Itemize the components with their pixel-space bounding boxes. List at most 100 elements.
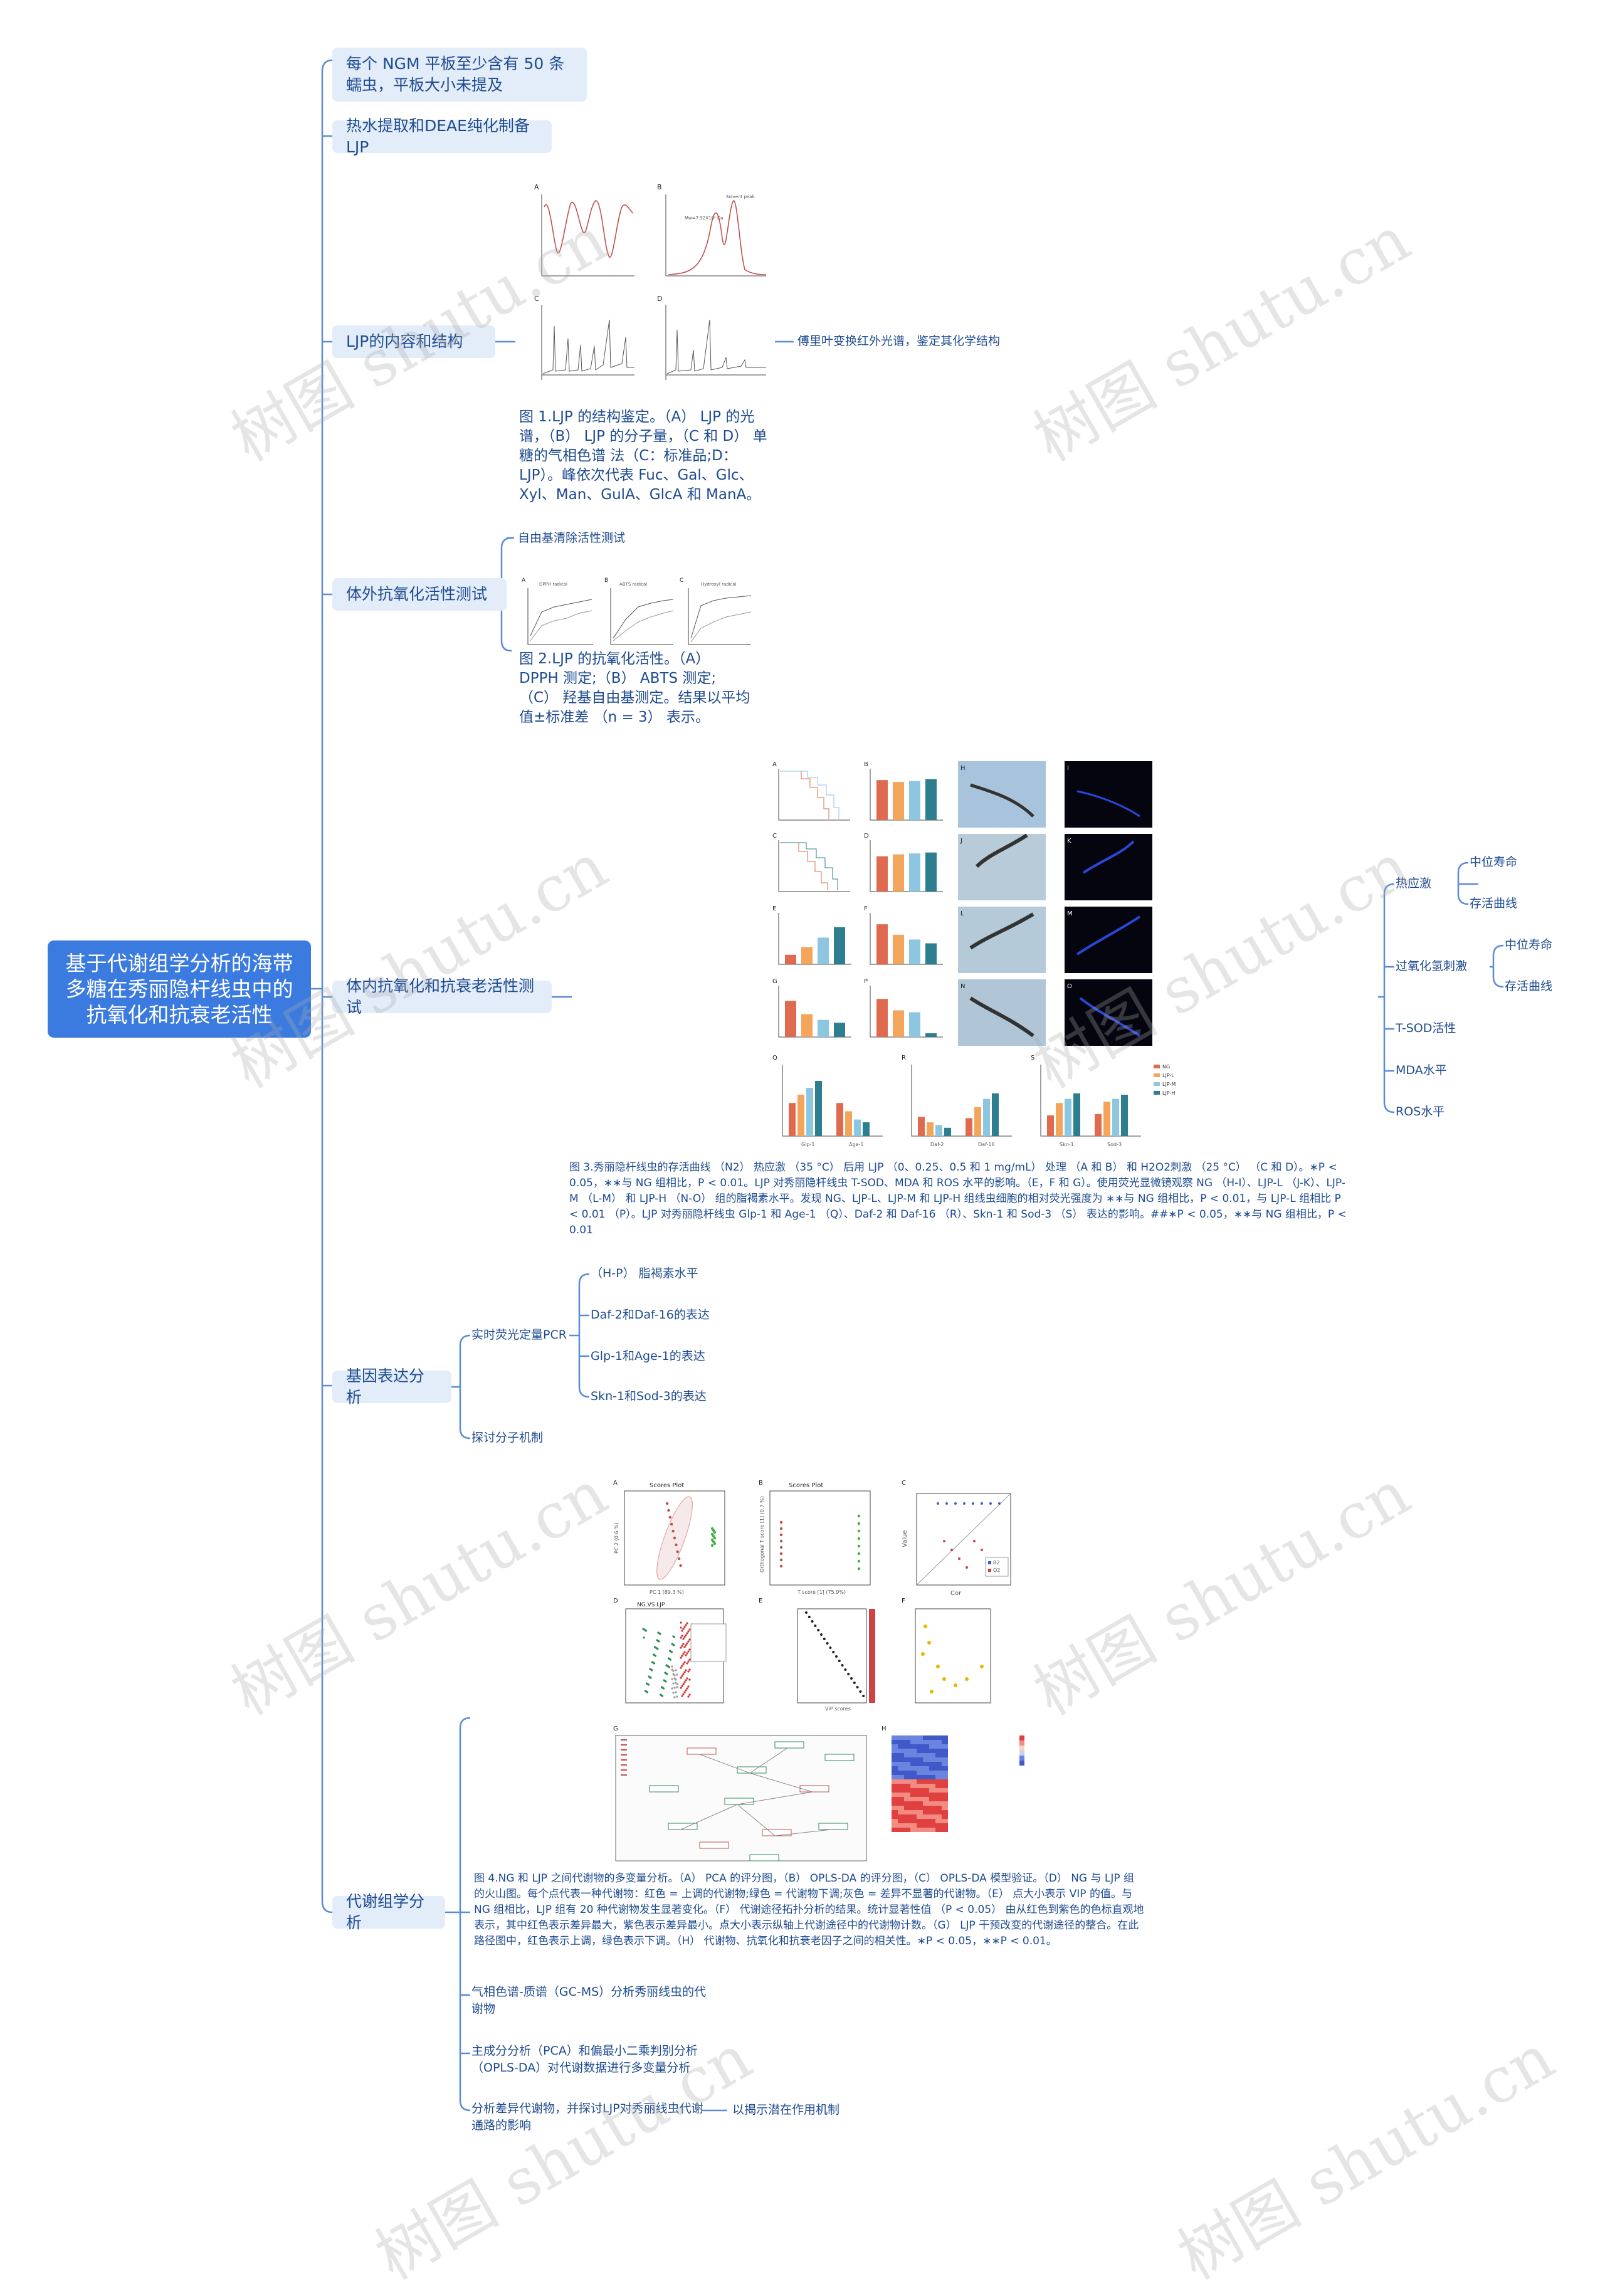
gpc-line (668, 200, 767, 275)
point (673, 1696, 676, 1698)
item-heat-stress[interactable]: 热应激 (1396, 875, 1477, 892)
point (685, 1654, 687, 1656)
pathway-box (774, 1741, 804, 1749)
heatmap-cell (923, 1740, 929, 1744)
branch-in-vivo[interactable]: 体内抗氧化和抗衰老活性测试 (332, 977, 552, 1016)
point (683, 1636, 686, 1638)
heatmap-cell (929, 1810, 935, 1814)
branch-ljp-prep[interactable]: 热水提取和DEAE纯化制备LJP (332, 117, 552, 156)
heatmap-cell (923, 1806, 929, 1810)
point (685, 1634, 687, 1636)
survival-curve-c2 (780, 842, 838, 890)
heatmap-cell (942, 1766, 948, 1771)
caption-text: 图 1.LJP 的结构鉴定。（A） LJP 的光谱，（B） LJP 的分子量，（… (519, 409, 767, 503)
heatmap-cell (910, 1784, 917, 1788)
heatmap-cell (929, 1779, 935, 1784)
fig4-xlabel-b: T score [1] (75.9%) (797, 1589, 846, 1595)
heatmap-cell (898, 1828, 904, 1832)
point (680, 1621, 682, 1624)
item-h2o2[interactable]: 过氧化氢刺激 (1396, 958, 1490, 975)
heatmap-cell (935, 1828, 942, 1832)
item-heat-curve[interactable]: 存活曲线 (1470, 895, 1551, 912)
heatmap-cell (910, 1788, 917, 1793)
item-gcms[interactable]: 气相色谱-质谱（GC-MS）分析秀丽线虫的代谢物 (471, 1984, 710, 2018)
item-glp[interactable]: Glp-1和Age-1的表达 (591, 1348, 754, 1365)
item-tsod[interactable]: T-SOD活性 (1396, 1020, 1490, 1037)
item-mda[interactable]: MDA水平 (1396, 1062, 1490, 1079)
fig3-label-c: C (772, 833, 777, 840)
point (670, 1522, 673, 1526)
heatmap-cell (935, 1784, 942, 1788)
dpph-line-2 (530, 610, 592, 641)
heatmap-cell (942, 1810, 948, 1814)
point (683, 1681, 686, 1683)
point (665, 1680, 667, 1683)
heatmap-cell (898, 1757, 904, 1762)
point (683, 1671, 686, 1673)
point (713, 1530, 717, 1534)
heatmap-cell (929, 1762, 935, 1766)
point (841, 1664, 844, 1667)
point (681, 1635, 683, 1637)
heatmap-cell (898, 1766, 904, 1771)
item-diff-metabolites[interactable]: 分析差异代谢物，并探讨LJP对秀丽线虫代谢通路的影响 (471, 2100, 710, 2134)
bar (801, 1014, 813, 1037)
point (645, 1630, 648, 1632)
bar (797, 1095, 804, 1136)
heatmap-cell (898, 1806, 904, 1810)
bar (927, 1122, 934, 1136)
heatmap-cell (910, 1823, 917, 1828)
fig3-label-s: S (1031, 1055, 1034, 1061)
bar (1073, 1093, 1080, 1136)
branch-structure[interactable]: LJP的内容和结构 (332, 325, 495, 358)
point (659, 1633, 661, 1635)
item-label: 存活曲线 (1470, 897, 1518, 910)
item-lipofuscin[interactable]: （H-P） 脂褐素水平 (591, 1265, 754, 1282)
pathway-box (724, 1798, 754, 1805)
heatmap-cell (923, 1779, 929, 1784)
point (779, 1539, 783, 1543)
point (687, 1670, 690, 1673)
item-label: Glp-1和Age-1的表达 (591, 1349, 705, 1363)
point (930, 1690, 934, 1693)
heatmap-cell (942, 1793, 948, 1797)
item-h2o2-median[interactable]: 中位寿命 (1505, 937, 1586, 954)
item-pca[interactable]: 主成分分析（PCA）和偏最小二乘判别分析（OPLS-DA）对代谢数据进行多变量分… (471, 2043, 722, 2077)
branch-worm-count[interactable]: 每个 NGM 平板至少含有 50 条蠕虫，平板大小未提及 (332, 48, 587, 102)
item-mechanism[interactable]: 探讨分子机制 (471, 1430, 572, 1446)
branch-in-vitro[interactable]: 体外抗氧化活性测试 (332, 578, 507, 611)
point (675, 1543, 678, 1547)
item-h2o2-curve[interactable]: 存活曲线 (1505, 978, 1586, 995)
point (662, 1687, 665, 1690)
heatmap-cell (923, 1757, 929, 1762)
dpph-line (530, 599, 592, 636)
point (682, 1693, 685, 1695)
point (921, 1652, 925, 1656)
item-qpcr[interactable]: 实时荧光定量PCR (471, 1327, 572, 1344)
heatmap-cell (942, 1762, 948, 1766)
point (779, 1564, 783, 1568)
heatmap-cell (935, 1779, 942, 1784)
fig3-label-q: Q (772, 1055, 777, 1061)
item-mechanism-reveal[interactable]: 以揭示潜在作用机制 (732, 2102, 895, 2119)
bar (925, 779, 937, 820)
legend-swatch (621, 1769, 627, 1771)
heatmap-cell (892, 1740, 898, 1744)
item-ros[interactable]: ROS水平 (1396, 1103, 1490, 1120)
item-daf[interactable]: Daf-2和Daf-16的表达 (591, 1307, 754, 1324)
heatmap-cell (904, 1788, 910, 1793)
fig4-label-e: E (759, 1598, 762, 1604)
heatmap-cell (910, 1797, 917, 1801)
root-node[interactable]: 基于代谢组学分析的海带多糖在秀丽隐杆线虫中的抗氧化和抗衰老活性 (48, 940, 311, 1038)
ftir-spectrum-line (544, 200, 634, 258)
point (680, 1667, 682, 1669)
heatmap-cell (917, 1740, 923, 1744)
gpc-peak-label: Mw=7.92X10⁴ Da (685, 216, 724, 221)
branch-gene-expression[interactable]: 基因表达分析 (332, 1367, 451, 1406)
point (857, 1514, 861, 1518)
point (779, 1533, 783, 1537)
item-heat-median[interactable]: 中位寿命 (1470, 854, 1551, 871)
legend-swatch (621, 1744, 627, 1746)
branch-metabolomics[interactable]: 代谢组学分析 (332, 1892, 445, 1932)
item-skn[interactable]: Skn-1和Sod-3的表达 (591, 1388, 754, 1405)
